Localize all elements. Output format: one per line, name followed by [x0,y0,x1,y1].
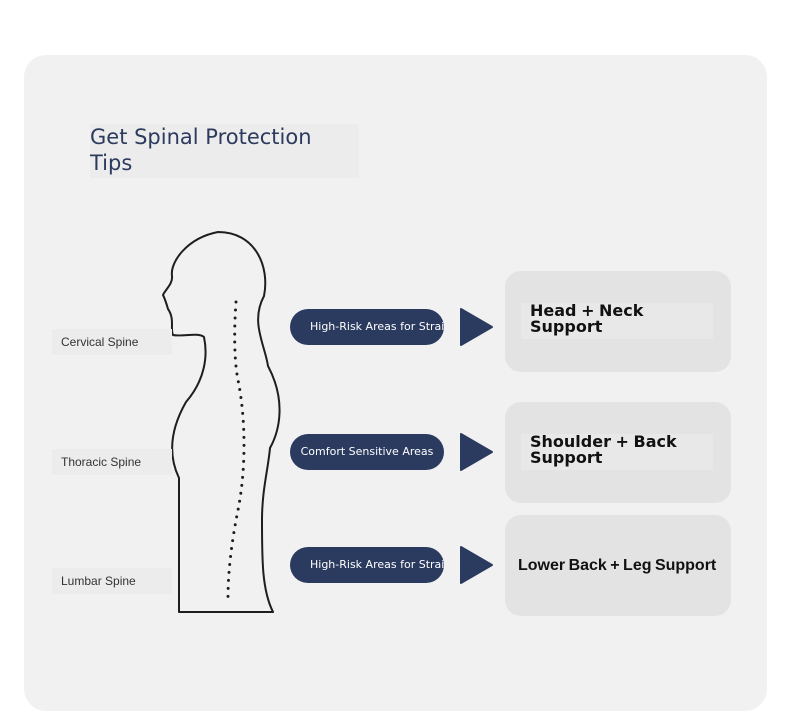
play-triangle-icon [460,433,493,471]
page-title: Get Spinal Protection Tips [90,124,359,178]
support-box-label: Shoulder + Back Support [521,434,713,470]
thoracic-spine-label: Thoracic Spine [52,449,172,475]
support-box-shoulder-back: Shoulder + Back Support [505,402,731,503]
risk-tag-pill: High-Risk Areas for Strain [290,309,444,345]
lumbar-spine-label: Lumbar Spine [52,568,172,594]
risk-tag-pill: High-Risk Areas for Strain [290,547,444,583]
body-outline [162,231,281,613]
spine-dotted-line [226,300,246,600]
comfort-tag-pill: Comfort Sensitive Areas [290,434,444,470]
cervical-spine-label: Cervical Spine [52,329,172,355]
play-triangle-icon [460,308,493,346]
support-box-label: Head + Neck Support [521,303,713,339]
play-triangle-icon [460,546,493,584]
support-box-label: Lower Back + Leg Support [518,557,717,574]
support-box-lower-back-leg: Lower Back + Leg Support [505,515,731,616]
support-box-head-neck: Head + Neck Support [505,271,731,372]
